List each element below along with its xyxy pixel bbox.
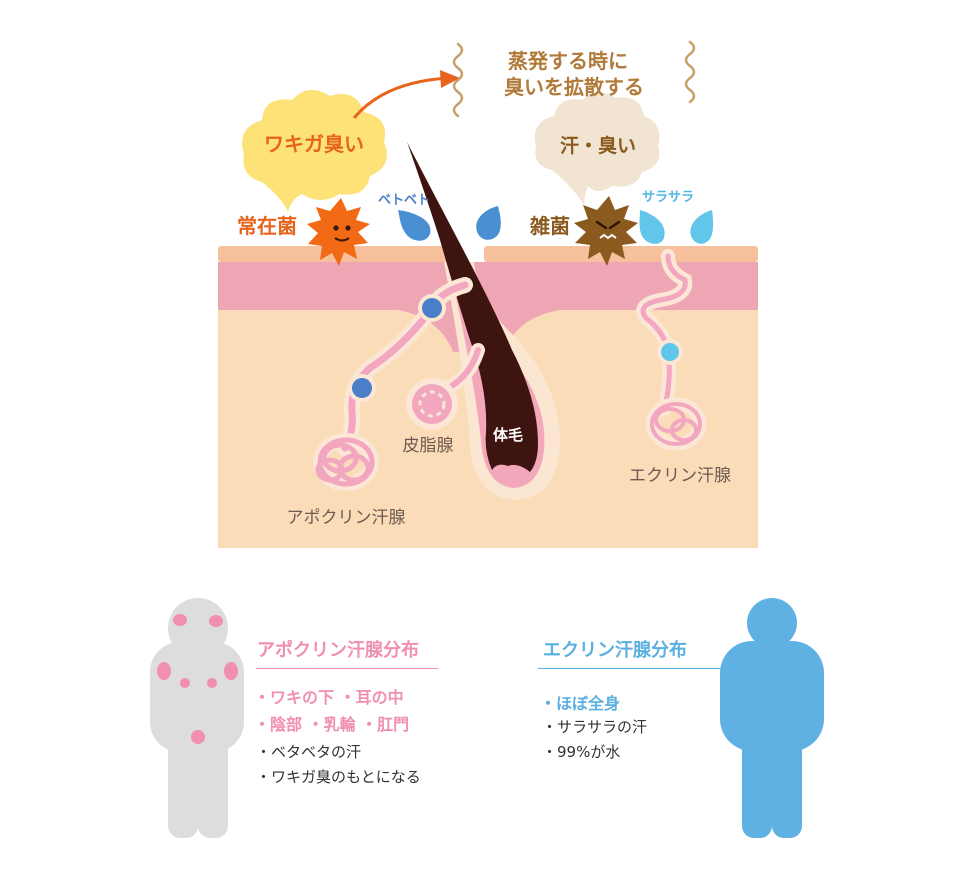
smooth-label: サラサラ — [642, 190, 694, 205]
apocrine-legend-item: ・陰部 ・乳輪 ・肛門 — [254, 715, 410, 734]
sweat-drop-icon — [398, 210, 431, 241]
apocrine-gland-label: アポクリン汗腺 — [287, 508, 406, 528]
apocrine-coil — [313, 433, 379, 491]
eccrine-coil — [645, 397, 707, 451]
evaporate-label-line2: 臭いを拡散する — [504, 75, 644, 99]
sweat-drop-icon — [690, 210, 714, 244]
evaporate-label-line1: 蒸発する時に — [508, 49, 628, 73]
sebaceous-gland-label: 皮脂腺 — [403, 436, 454, 456]
sweat-drop-icon — [476, 206, 501, 240]
ear-dot-right — [209, 615, 223, 627]
eccrine-legend-rule — [538, 668, 724, 669]
bubble-wakiga — [242, 89, 387, 212]
eccrine-gland-label: エクリン汗腺 — [629, 466, 731, 486]
wavy-line-left — [452, 42, 464, 118]
eccrine-legend-item: ・ほぼ全身 — [540, 694, 621, 713]
eccrine-body-figure — [720, 598, 824, 838]
areola-dot-left — [180, 678, 190, 688]
ear-dot-left — [173, 614, 187, 626]
apocrine-legend-rule — [256, 668, 438, 669]
areola-dot-right — [207, 678, 217, 688]
sticky-sweat-drops — [398, 206, 501, 241]
eccrine-legend-title: エクリン汗腺分布 — [543, 640, 687, 661]
apocrine-location-dots — [157, 614, 238, 744]
resident-bacteria-label: 常在菌 — [237, 214, 297, 238]
bubble-wakiga-label: ワキガ臭い — [264, 132, 364, 156]
sticky-label: ベトベト — [378, 193, 430, 208]
armpit-dot-right — [224, 662, 238, 680]
eccrine-gland — [636, 249, 707, 451]
apocrine-body-figure — [150, 598, 244, 838]
apocrine-legend-item: ・ワキの下 ・耳の中 — [254, 688, 404, 707]
apocrine-gland — [313, 277, 473, 491]
apocrine-legend-item: ・ベタベタの汗 — [256, 743, 362, 761]
armpit-dot-left — [157, 662, 171, 680]
smooth-sweat-drops — [639, 210, 714, 244]
misc-bacteria-icon — [574, 196, 638, 266]
body-hair — [407, 142, 538, 472]
hair-follicle — [407, 142, 561, 500]
bubble-sweat-odor — [534, 92, 660, 206]
spread-arrow — [352, 76, 449, 119]
sweat-drop-icon — [639, 210, 665, 244]
eccrine-legend-item: ・サラサラの汗 — [542, 718, 648, 736]
resident-bacteria-icon — [307, 198, 370, 266]
body-hair-label: 体毛 — [493, 426, 523, 444]
sebaceous-gland — [406, 343, 485, 430]
apocrine-legend-item: ・ワキガ臭のもとになる — [256, 768, 421, 786]
bubble-sweat-odor-label: 汗・臭い — [560, 134, 636, 157]
misc-bacteria-label: 雑菌 — [529, 214, 570, 238]
apocrine-legend-title: アポクリン汗腺分布 — [257, 640, 419, 661]
wavy-line-right — [684, 40, 696, 104]
groin-dot — [191, 730, 205, 744]
eccrine-legend-item: ・99%が水 — [542, 743, 621, 761]
